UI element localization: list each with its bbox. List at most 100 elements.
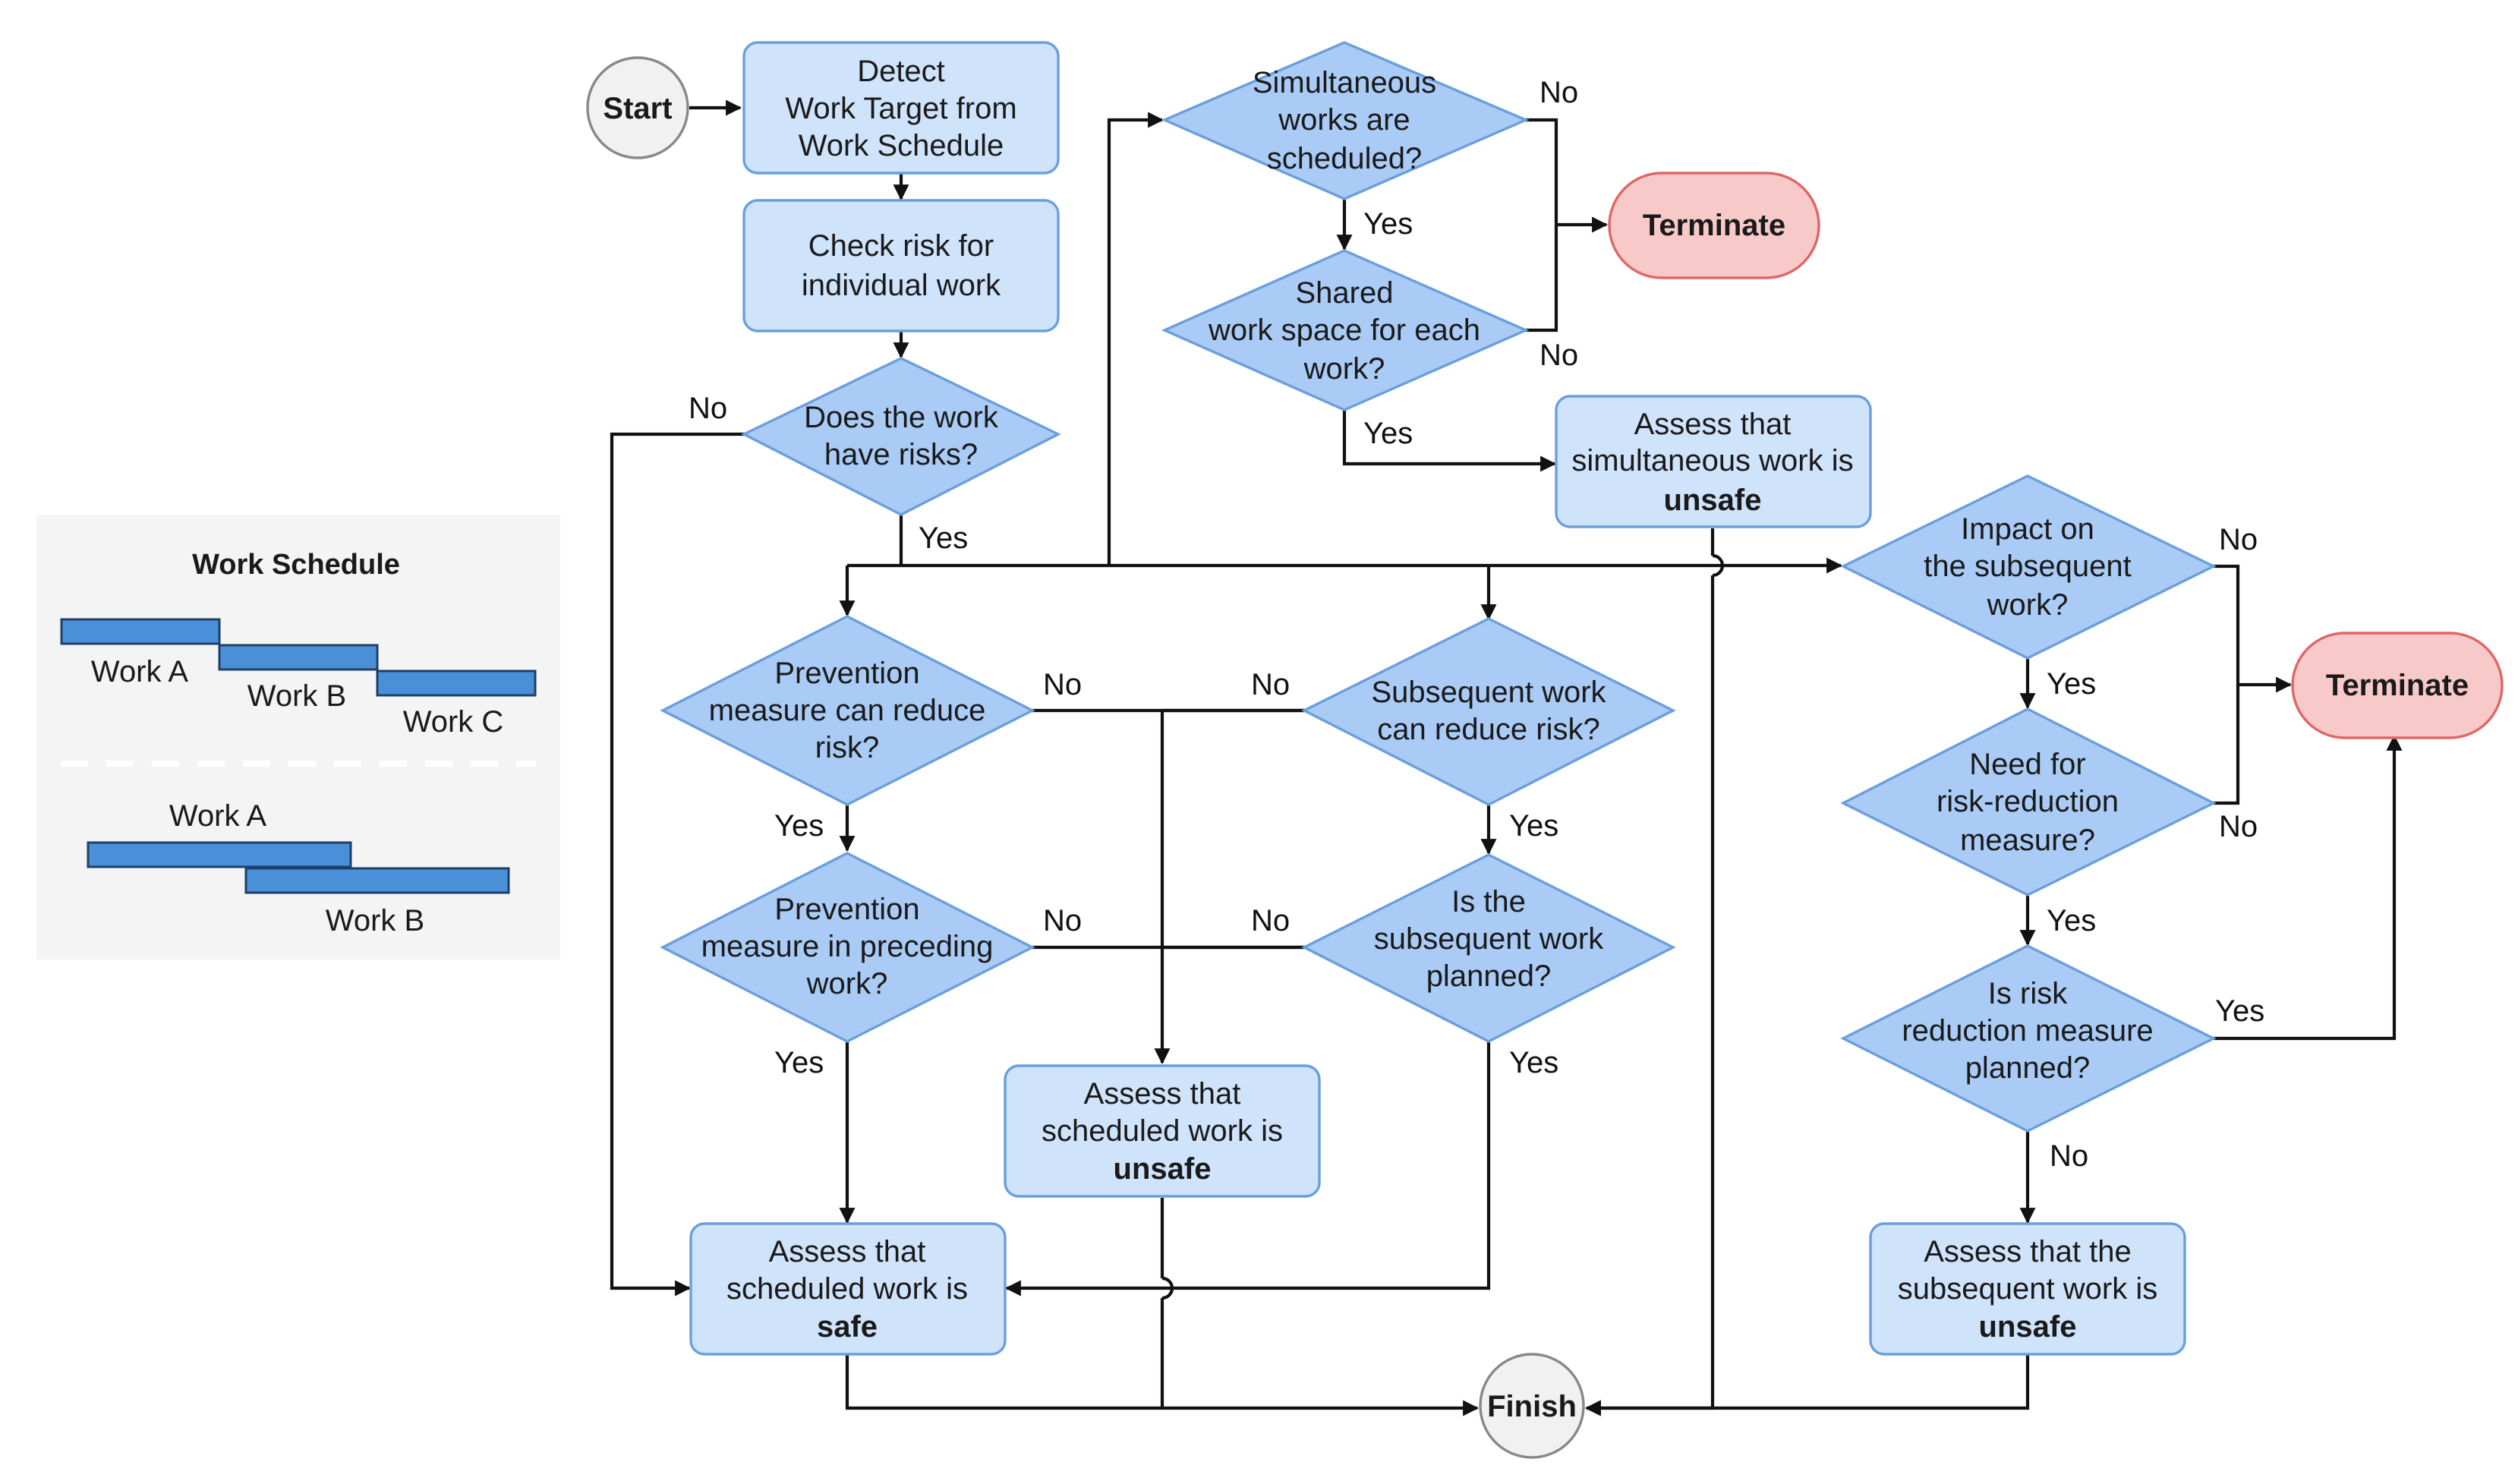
edge-bus-simultaneous — [1107, 112, 1164, 566]
legend-bar-work-a-top — [60, 618, 221, 645]
shared-yes-label: Yes — [1363, 417, 1413, 450]
subsequent-reduce-label-line-2: can reduce risk? — [1377, 713, 1599, 746]
check-risk-box — [742, 199, 1060, 332]
prevention-preceding-yes-label: Yes — [774, 1046, 824, 1079]
legend-label-work-b-top: Work B — [247, 679, 346, 713]
node-labels: Start Detect Work Target from Work Sched… — [603, 55, 2469, 1423]
prevention-preceding-label-line-2: measure in preceding — [701, 930, 994, 963]
assess-unsafe-mid-box — [1004, 1064, 1321, 1198]
detect-label-line-2: Work Target from — [785, 92, 1016, 125]
terminate-right-label: Terminate — [2326, 669, 2469, 702]
node-shapes — [586, 41, 2504, 1459]
edge-simultaneous-no — [1526, 118, 1558, 225]
assess-subsequent-unsafe-box — [1869, 1222, 2186, 1356]
check-risk-label-line-1: Check risk for — [808, 229, 994, 263]
shared-space-label-line-1: Shared — [1296, 276, 1394, 310]
edges — [610, 99, 2403, 1416]
assess-simultaneous-label-line-3: unsafe — [1664, 484, 1762, 517]
detect-work-target-box — [742, 41, 1060, 175]
need-reduction-label-line-1: Need for — [1969, 748, 2085, 781]
start-label: Start — [603, 92, 672, 125]
has-risks-label-line-1: Does the work — [804, 401, 999, 434]
assess-unsafe-mid-label-line-3: unsafe — [1114, 1152, 1212, 1186]
subsequent-planned-label-line-2: subsequent work — [1374, 922, 1604, 956]
prevention-reduce-label-line-1: Prevention — [774, 657, 919, 690]
simultaneous-label-line-3: scheduled? — [1267, 142, 1423, 175]
prevention-preceding-no-label: No — [1043, 904, 1082, 937]
terminate-top-node — [1608, 172, 1820, 279]
start-node — [586, 56, 689, 159]
detect-label-line-3: Work Schedule — [799, 129, 1004, 162]
legend-label-work-a-top: Work A — [91, 655, 189, 688]
impact-subsequent-label-line-1: Impact on — [1961, 512, 2094, 546]
subsequent-planned-decision — [1301, 853, 1676, 1043]
impact-yes-label: Yes — [2047, 667, 2096, 701]
subsequent-planned-yes-label: Yes — [1509, 1046, 1558, 1079]
impact-subsequent-label-line-3: work? — [1987, 588, 2069, 622]
reduction-planned-label-line-2: reduction measure — [1902, 1014, 2153, 1048]
need-yes-label: Yes — [2047, 904, 2096, 937]
legend-label-work-c-top: Work C — [403, 705, 504, 739]
subsequent-planned-label-line-1: Is the — [1451, 885, 1526, 918]
subsequent-planned-label-line-3: planned? — [1426, 959, 1552, 993]
terminate-top-label: Terminate — [1643, 209, 1785, 242]
has-risks-no-label: No — [689, 392, 727, 425]
shared-space-label-line-2: work space for each — [1208, 313, 1480, 347]
legend-label-work-b-bottom: Work B — [326, 904, 424, 937]
prevention-preceding-label-line-3: work? — [806, 967, 888, 1000]
legend-panel: Work Schedule Work A Work B Work C Work … — [36, 515, 560, 959]
planned-yes-label: Yes — [2215, 994, 2264, 1028]
terminate-right-node — [2291, 632, 2504, 739]
prevention-reduce-decision — [660, 615, 1035, 806]
planned-no-label: No — [2050, 1139, 2088, 1173]
legend-label-work-a-bottom: Work A — [169, 799, 267, 833]
impact-subsequent-decision — [1840, 474, 2217, 660]
shared-space-label-line-3: work? — [1303, 352, 1385, 386]
finish-label: Finish — [1487, 1390, 1577, 1423]
assess-safe-label-line-3: safe — [817, 1310, 878, 1344]
assess-simultaneous-label-line-2: simultaneous work is — [1571, 444, 1853, 477]
prevention-preceding-decision — [660, 852, 1035, 1043]
simultaneous-no-label: No — [1539, 76, 1578, 109]
assess-unsafe-mid-label-line-2: scheduled work is — [1042, 1114, 1283, 1148]
impact-subsequent-label-line-2: the subsequent — [1924, 550, 2132, 583]
edge-subsequent-planned-yes — [1004, 1041, 1491, 1297]
shared-space-decision — [1161, 249, 1530, 411]
need-reduction-decision — [1840, 707, 2217, 896]
simultaneous-label-line-1: Simultaneous — [1253, 66, 1436, 99]
assess-simultaneous-label-line-1: Assess that — [1634, 408, 1792, 441]
prevention-reduce-label-line-3: risk? — [815, 731, 879, 764]
prevention-preceding-label-line-1: Prevention — [774, 893, 919, 926]
shared-no-label: No — [1539, 339, 1578, 372]
simultaneous-decision — [1161, 41, 1530, 200]
detect-label-line-1: Detect — [857, 55, 945, 88]
assess-subsequent-unsafe-label-line-3: unsafe — [1979, 1310, 2077, 1344]
edge-jump-simultaneous — [1712, 553, 1725, 578]
finish-node — [1479, 1353, 1585, 1459]
legend-title: Work Schedule — [192, 549, 400, 581]
subsequent-reduce-label-line-1: Subsequent work — [1371, 676, 1606, 709]
simultaneous-label-line-2: works are — [1278, 103, 1410, 137]
reduction-planned-label-line-1: Is risk — [1988, 977, 2068, 1010]
edge-planned-yes — [2214, 734, 2403, 1041]
legend-bar-work-a-bottom — [87, 841, 352, 868]
assess-simultaneous-box — [1555, 395, 1872, 528]
edge-assess-safe-finish — [845, 1354, 1480, 1416]
legend-bar-work-b-bottom — [244, 867, 510, 894]
legend-bar-work-b-top — [218, 644, 379, 671]
subsequent-reduce-no-label: No — [1251, 668, 1290, 701]
has-risks-decision — [741, 357, 1061, 516]
reduction-planned-label-line-3: planned? — [1965, 1051, 2091, 1085]
assess-safe-label-line-1: Assess that — [769, 1235, 926, 1268]
need-no-label: No — [2219, 810, 2258, 843]
check-risk-label-line-2: individual work — [802, 269, 1001, 302]
assess-safe-label-line-2: scheduled work is — [726, 1272, 968, 1306]
edge-impact-need-no — [2214, 564, 2240, 805]
assess-unsafe-mid-label-line-1: Assess that — [1084, 1077, 1241, 1111]
need-reduction-label-line-3: measure? — [1960, 824, 2095, 857]
legend-bar-work-c-top — [376, 670, 537, 697]
impact-no-label: No — [2219, 523, 2258, 556]
prevention-reduce-yes-label: Yes — [774, 809, 824, 843]
edge-shared-yes — [1342, 410, 1557, 472]
